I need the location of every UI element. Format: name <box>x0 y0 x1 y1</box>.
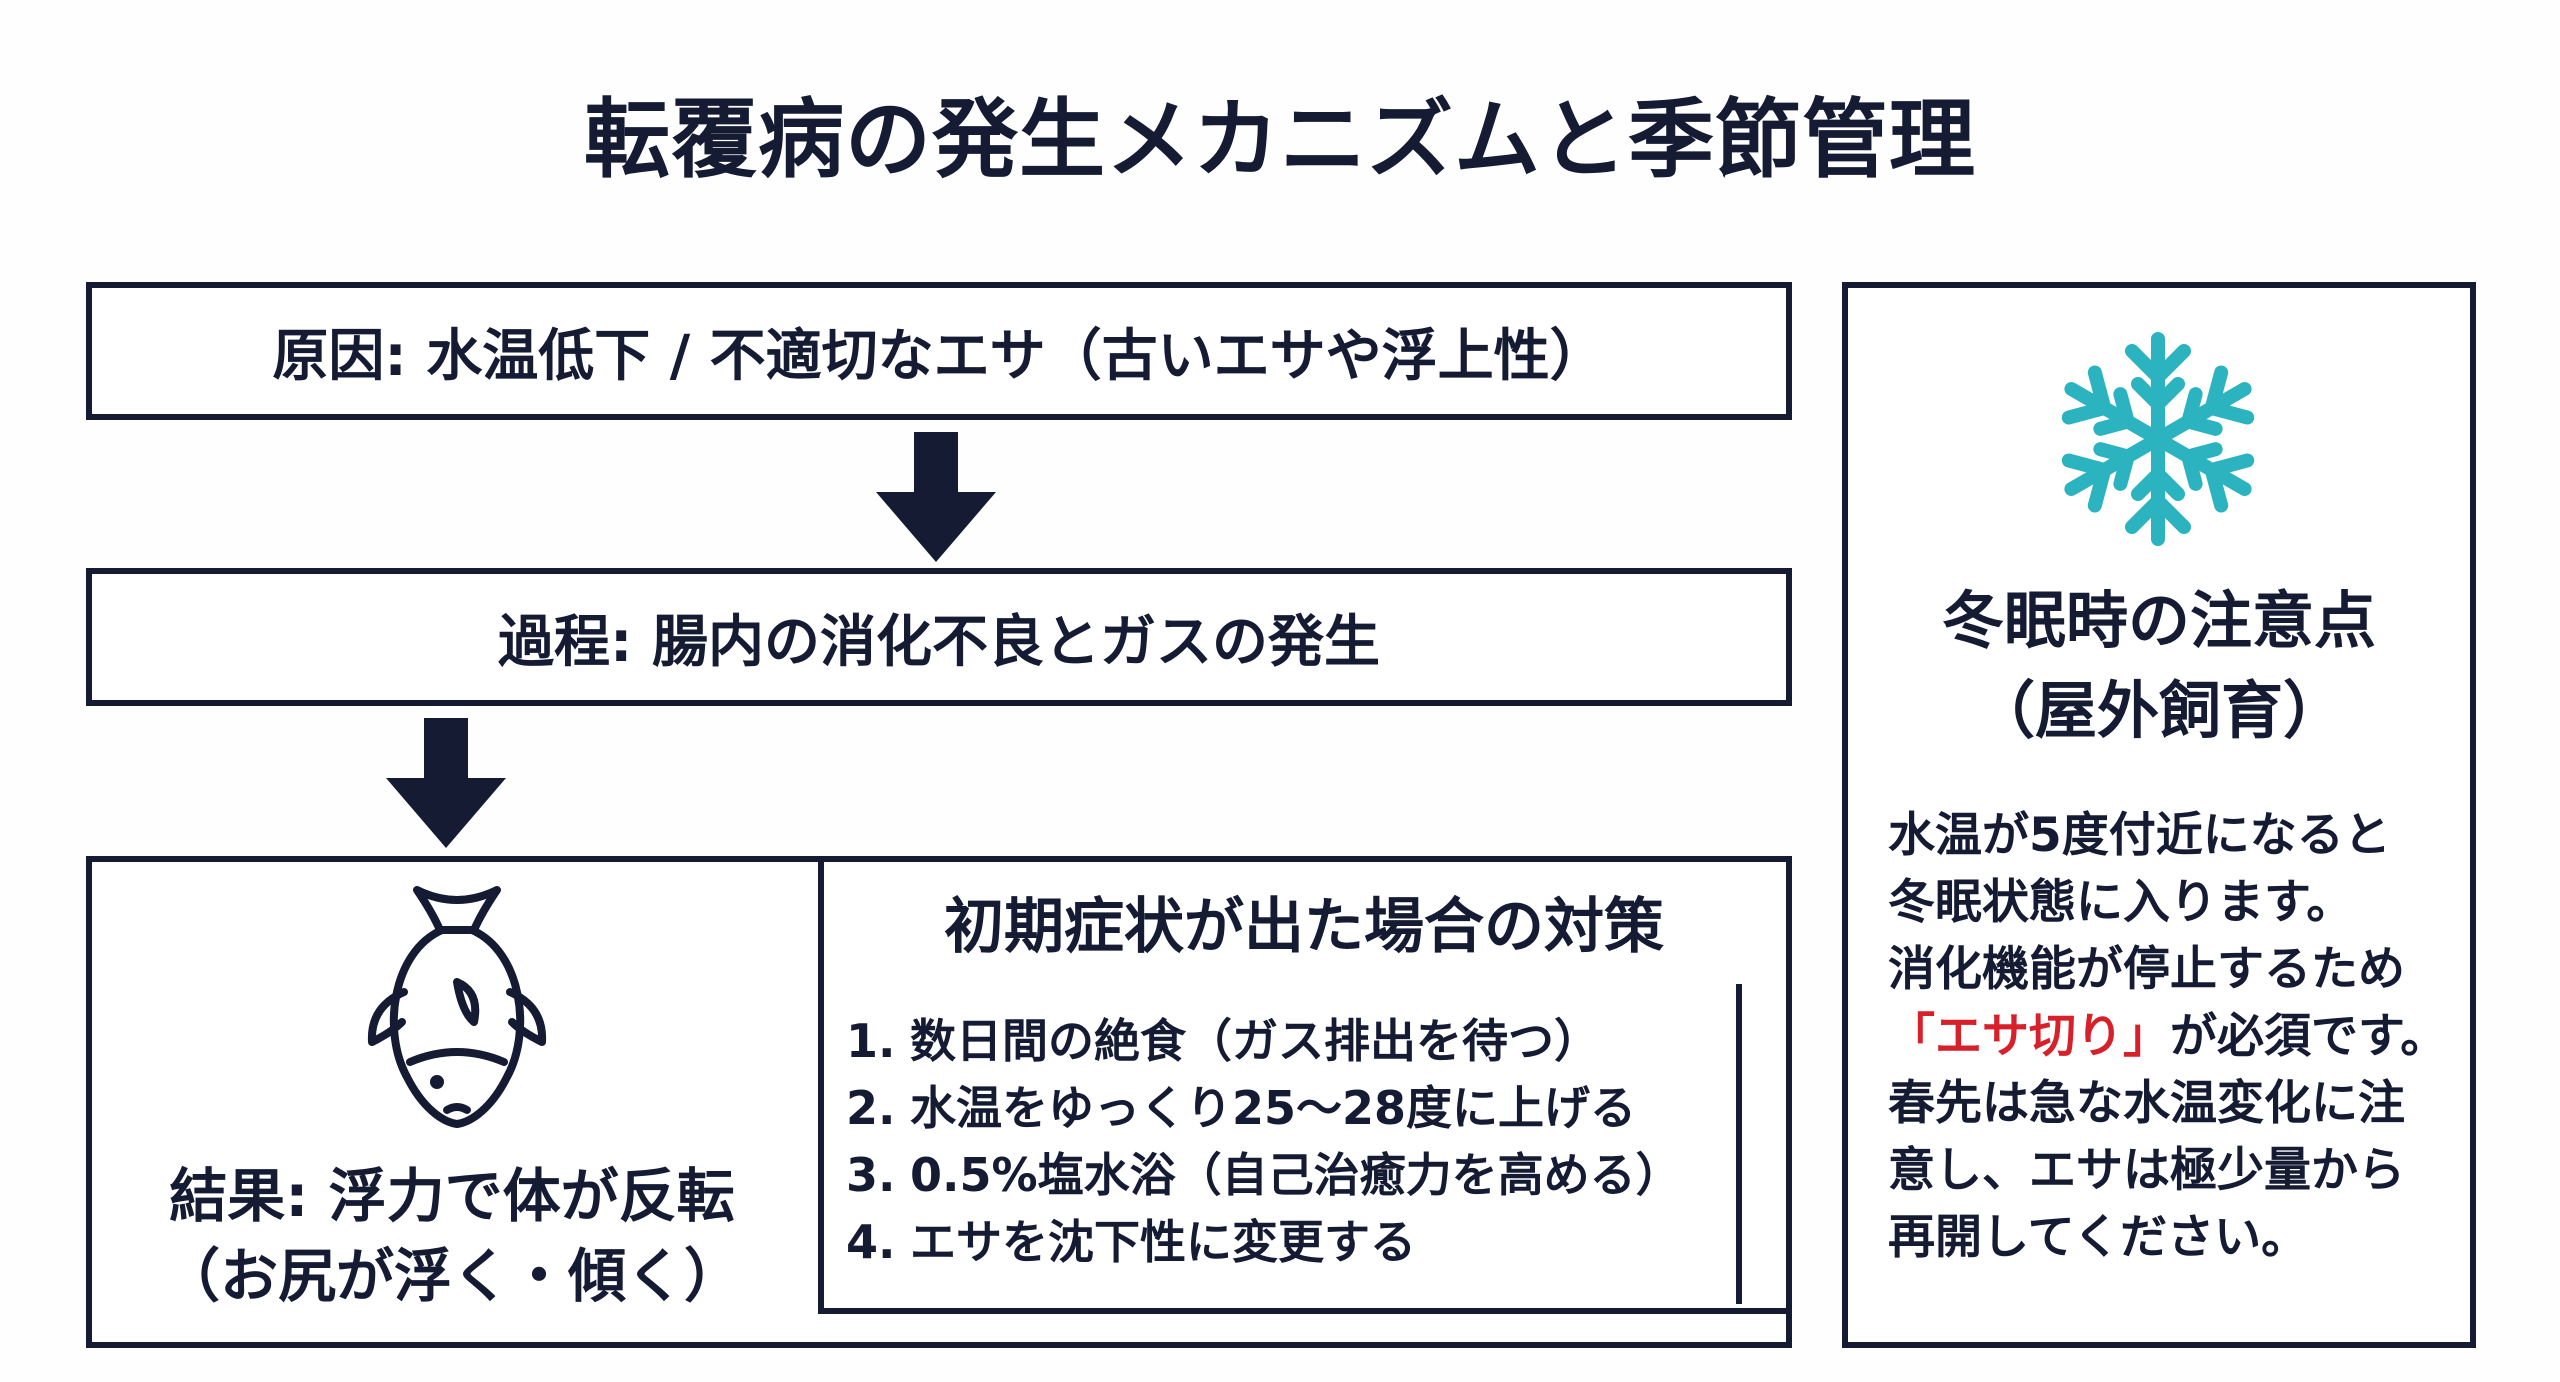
upside-down-fish-icon <box>367 886 547 1128</box>
list-item: 3.0.5%塩水浴（自己治癒力を高める） <box>846 1148 1682 1202</box>
list-item: 4.エサを沈下性に変更する <box>846 1215 1416 1269</box>
winter-care-panel: 冬眠時の注意点 （屋外飼育） 水温が5度付近になると 冬眠状態に入ります。 消化… <box>1842 282 2476 1348</box>
list-item: 1.数日間の絶食（ガス排出を待つ） <box>846 1014 1600 1068</box>
result-box: 結果: 浮力で体が反転 （お尻が浮く・傾く） 初期症状が出た場合の対策 1.数日… <box>86 856 1792 1348</box>
cause-box: 原因: 水温低下 / 不適切なエサ（古いエサや浮上性） <box>86 282 1792 420</box>
list-item: 2.水温をゆっくり25〜28度に上げる <box>846 1081 1637 1135</box>
result-section: 結果: 浮力で体が反転 （お尻が浮く・傾く） <box>92 862 812 1342</box>
page-title: 転覆病の発生メカニズムと季節管理 <box>584 90 1976 190</box>
countermeasures-box: 初期症状が出た場合の対策 1.数日間の絶食（ガス排出を待つ） 2.水温をゆっくり… <box>818 856 1792 1314</box>
winter-body-text: 水温が5度付近になると 冬眠状態に入ります。 消化機能が停止するため 「エサ切り… <box>1888 808 2448 1265</box>
cause-text: 原因: 水温低下 / 不適切なエサ（古いエサや浮上性） <box>272 323 1606 389</box>
countermeasures-list: 1.数日間の絶食（ガス排出を待つ） 2.水温をゆっくり25〜28度に上げる 3.… <box>846 1008 1682 1276</box>
process-text: 過程: 腸内の消化不良とガスの発生 <box>498 609 1380 675</box>
divider <box>1736 984 1742 1304</box>
down-arrow-icon <box>386 718 506 848</box>
highlight-text: 「エサ切り」 <box>1888 1009 2170 1064</box>
result-text-line1: 結果: 浮力で体が反転 <box>169 1162 735 1230</box>
winter-subheading: （屋外飼育） <box>1972 674 2345 747</box>
winter-heading: 冬眠時の注意点 <box>1941 584 2376 657</box>
result-text-line2: （お尻が浮く・傾く） <box>161 1242 742 1310</box>
snowflake-icon <box>2053 332 2263 554</box>
countermeasures-title: 初期症状が出た場合の対策 <box>944 892 1664 962</box>
down-arrow-icon <box>876 432 996 562</box>
process-box: 過程: 腸内の消化不良とガスの発生 <box>86 568 1792 706</box>
